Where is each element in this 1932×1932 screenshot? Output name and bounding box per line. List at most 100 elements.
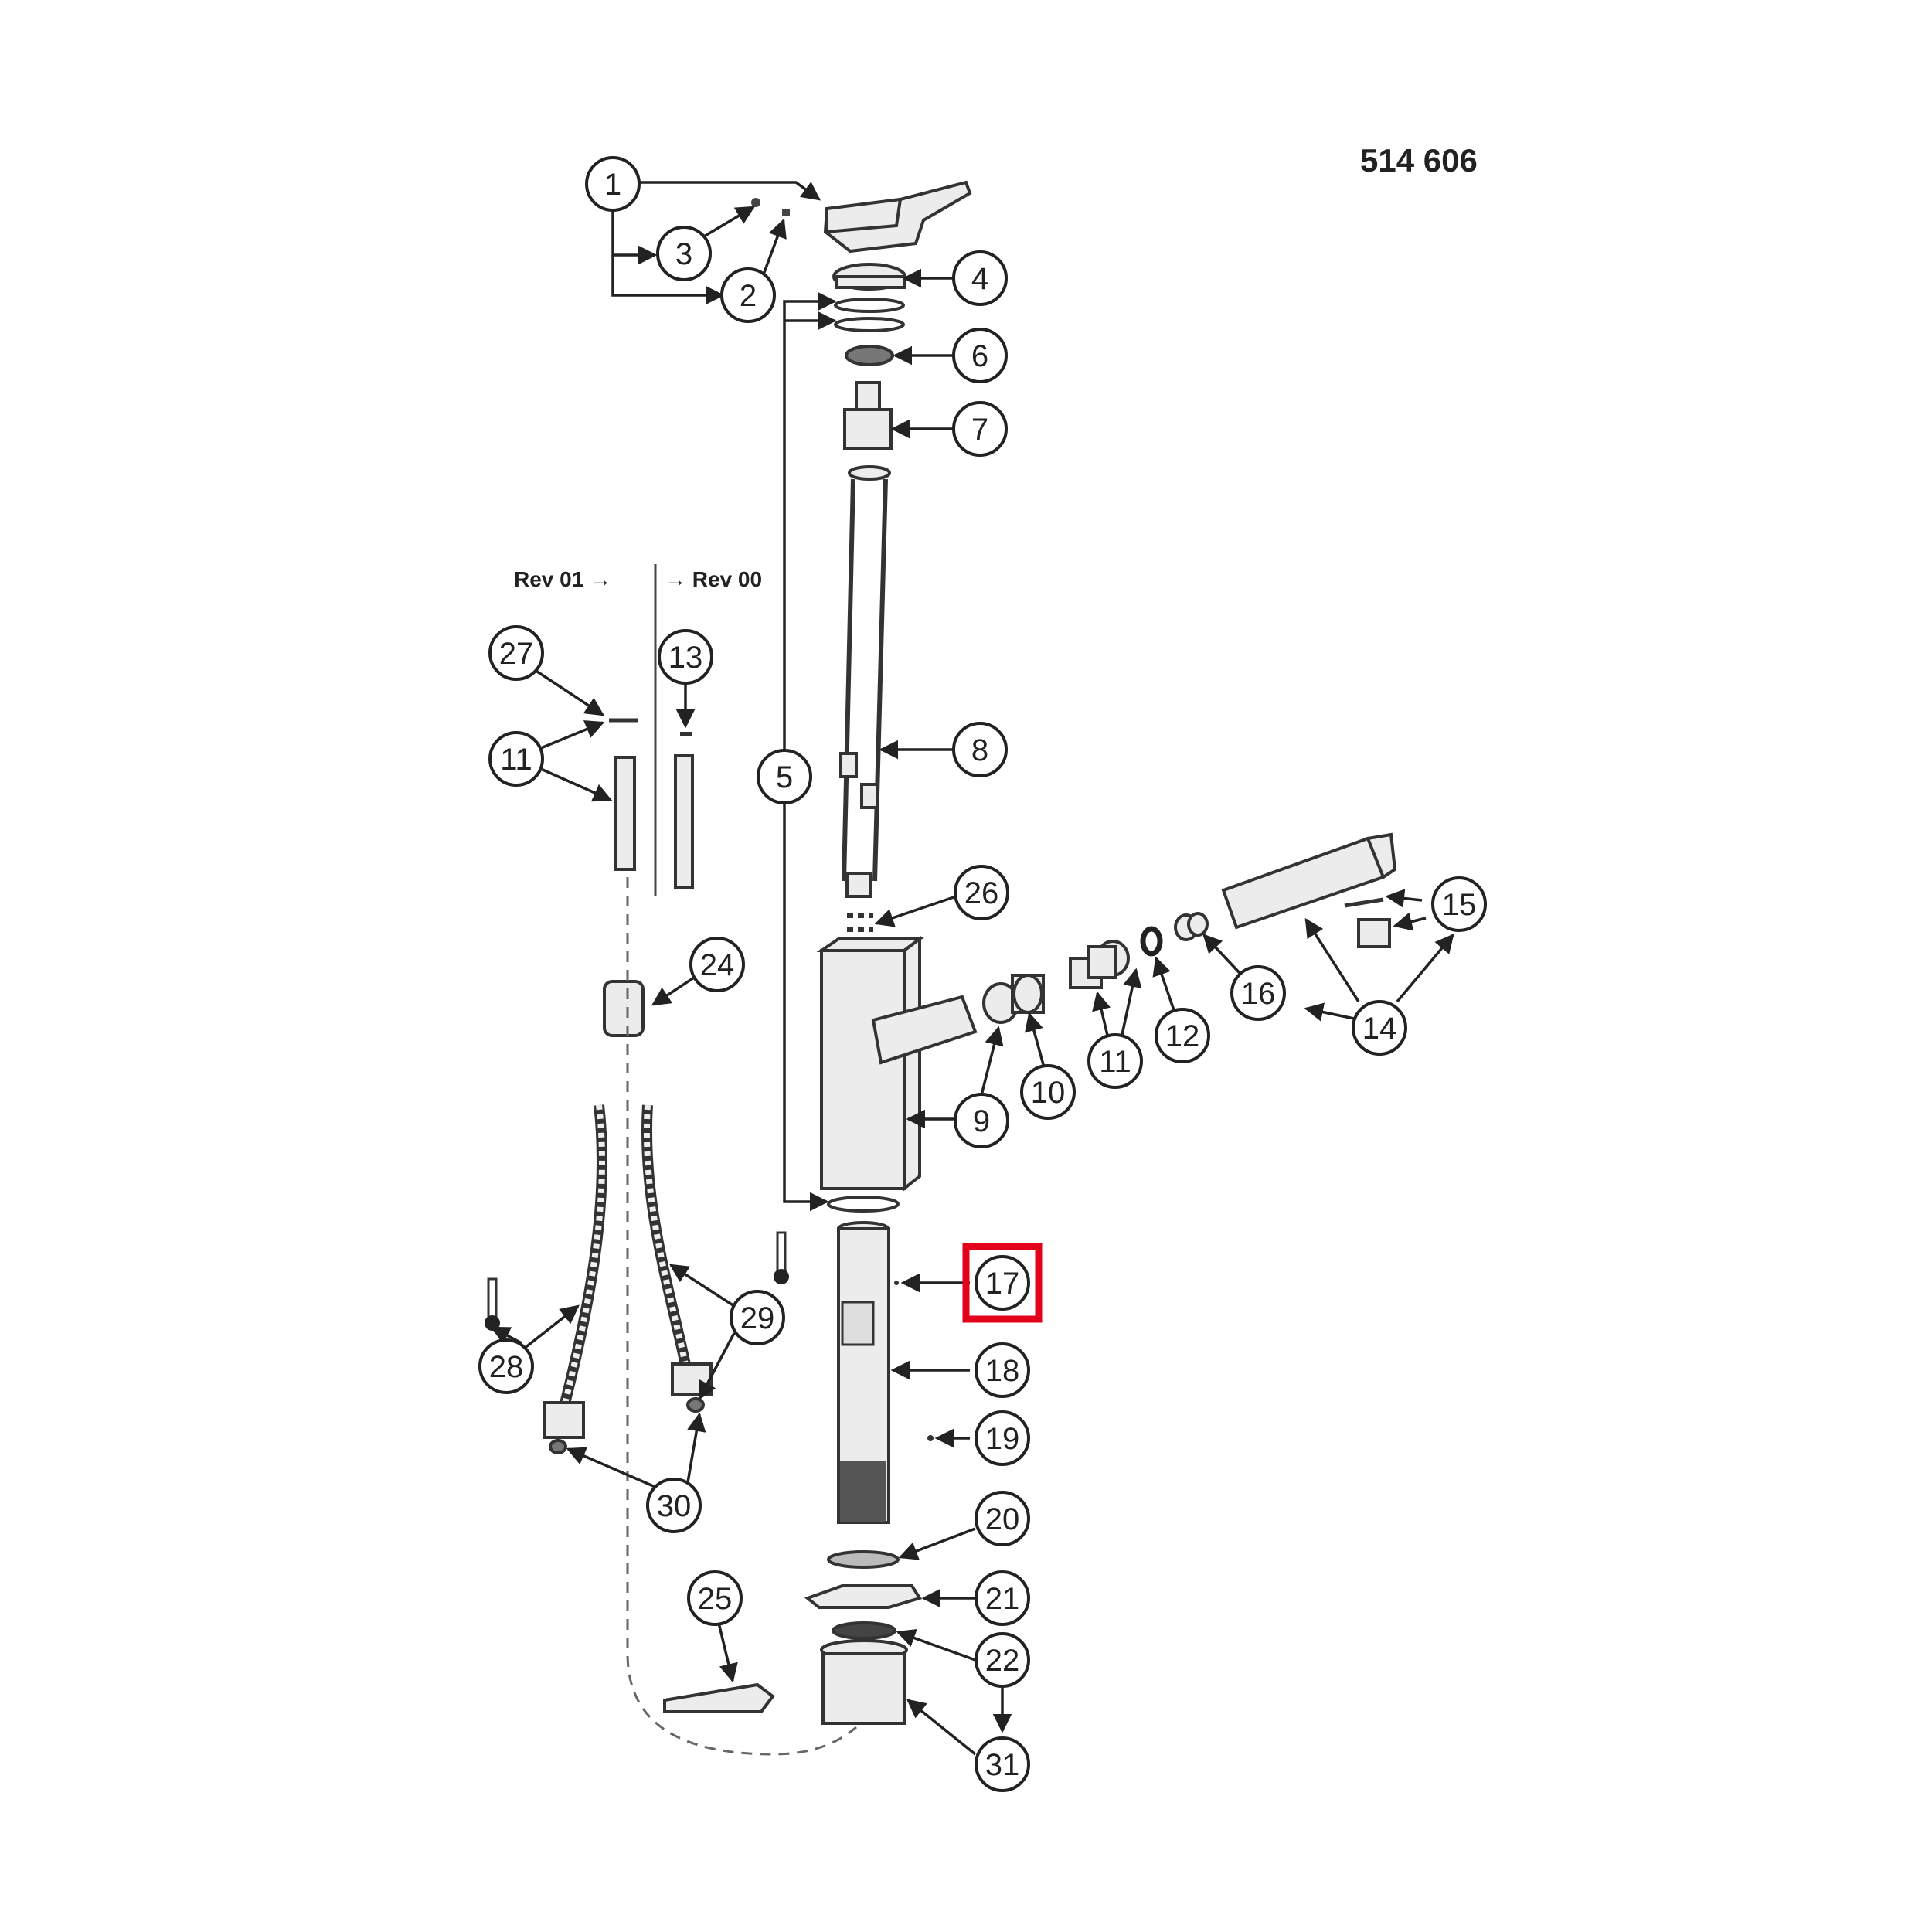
- part-17-pin: [894, 1281, 899, 1285]
- callout-5: 5: [757, 749, 812, 804]
- callout-15: 15: [1431, 876, 1487, 932]
- callout-19: 19: [975, 1410, 1030, 1466]
- callout-30: 30: [646, 1478, 702, 1533]
- callout-11-left: 11: [488, 731, 544, 787]
- callout-4: 4: [952, 250, 1008, 306]
- part-20-washer: [827, 1550, 900, 1569]
- callout-6: 6: [952, 328, 1008, 383]
- part-5-oring-c: [827, 1196, 900, 1213]
- svg-text:16: 16: [1241, 977, 1276, 1011]
- svg-text:13: 13: [668, 641, 703, 675]
- callout-8: 8: [952, 722, 1008, 777]
- callout-10: 10: [1020, 1064, 1076, 1120]
- svg-text:19: 19: [985, 1422, 1020, 1456]
- part-lever-handle: [823, 180, 972, 253]
- part-11-connector: [1069, 940, 1130, 989]
- callout-18: 18: [975, 1342, 1030, 1398]
- leader-lines: [490, 181, 1454, 1756]
- svg-text:9: 9: [973, 1104, 990, 1138]
- callout-7: 7: [952, 401, 1008, 457]
- svg-text:18: 18: [985, 1354, 1020, 1388]
- part-9-body: [816, 936, 978, 1192]
- rev-01-label: Rev 01 →: [514, 567, 611, 591]
- svg-text:15: 15: [1442, 888, 1477, 922]
- svg-text:14: 14: [1362, 1012, 1397, 1046]
- part-26-washers: [847, 913, 873, 932]
- callout-3: 3: [656, 226, 712, 281]
- part-14-spray-head: [1221, 832, 1397, 930]
- part-31-nut: [820, 1639, 908, 1725]
- svg-text:12: 12: [1165, 1019, 1200, 1053]
- svg-text:10: 10: [1031, 1076, 1066, 1110]
- svg-text:7: 7: [971, 413, 988, 447]
- callout-25: 25: [687, 1570, 743, 1626]
- part-7-cartridge: [843, 381, 893, 450]
- part-4-cover-body: [835, 275, 906, 289]
- callout-13: 13: [658, 629, 713, 685]
- thermometer-icon: [485, 1277, 500, 1331]
- model-number: 514 606: [1360, 142, 1478, 179]
- callout-16: 16: [1230, 965, 1286, 1021]
- svg-text:29: 29: [740, 1301, 775, 1335]
- svg-text:24: 24: [700, 948, 735, 982]
- part-21-plate: [804, 1584, 923, 1609]
- svg-text:1: 1: [604, 168, 621, 202]
- callout-9: 9: [954, 1093, 1009, 1148]
- callout-22: 22: [975, 1632, 1030, 1688]
- part-3-screw: [751, 198, 760, 207]
- callout-26: 26: [954, 865, 1009, 920]
- callout-11-right: 11: [1087, 1033, 1143, 1089]
- part-8-hose: [839, 465, 891, 898]
- svg-text:17: 17: [985, 1267, 1020, 1301]
- part-5-oring-b: [834, 317, 905, 332]
- callout-12: 12: [1155, 1008, 1210, 1063]
- svg-text:21: 21: [985, 1582, 1020, 1616]
- callout-17: 17: [975, 1255, 1030, 1311]
- callout-29: 29: [730, 1290, 785, 1345]
- callout-21: 21: [975, 1570, 1030, 1626]
- callout-2: 2: [720, 267, 776, 323]
- part-19-screw: [927, 1435, 934, 1441]
- callout-28: 28: [478, 1338, 534, 1394]
- svg-text:11: 11: [500, 743, 532, 777]
- part-28-hot-hose: [543, 1104, 607, 1439]
- part-2-cap: [782, 209, 790, 216]
- part-29-cold-hose: [641, 1104, 713, 1396]
- svg-text:11: 11: [1099, 1045, 1131, 1079]
- callout-31: 31: [975, 1736, 1030, 1792]
- part-12-washer: [1140, 926, 1163, 957]
- part-25-bracket: [663, 1682, 775, 1713]
- part-5-oring-a: [834, 298, 905, 313]
- callout-20: 20: [975, 1491, 1030, 1546]
- svg-text:31: 31: [985, 1748, 1020, 1782]
- svg-text:5: 5: [776, 760, 793, 794]
- svg-text:2: 2: [740, 279, 757, 313]
- svg-text:22: 22: [985, 1644, 1020, 1678]
- part-15-aerator: [1344, 897, 1391, 948]
- routing-dashed-line: [626, 877, 857, 1756]
- rev-00-label: → Rev 00: [665, 567, 762, 591]
- part-18-shank: [837, 1221, 890, 1524]
- highlight-box-callout-17: [962, 1243, 1043, 1323]
- svg-text:4: 4: [971, 262, 988, 296]
- svg-text:27: 27: [499, 637, 534, 671]
- part-11-threaded-a: [614, 756, 636, 871]
- part-30-filter-a: [549, 1439, 567, 1454]
- part-30-filter-b: [686, 1397, 705, 1413]
- part-22-washer: [832, 1621, 896, 1640]
- svg-text:28: 28: [489, 1350, 524, 1384]
- svg-text:25: 25: [698, 1582, 733, 1616]
- thermometer-icon-2: [774, 1231, 789, 1284]
- part-16-nipple: [1174, 912, 1209, 941]
- callout-27: 27: [488, 625, 544, 681]
- svg-text:26: 26: [964, 876, 999, 910]
- svg-text:20: 20: [985, 1502, 1020, 1536]
- svg-text:6: 6: [971, 339, 988, 373]
- part-6-nut: [845, 345, 894, 366]
- callout-24: 24: [689, 937, 745, 992]
- callout-1: 1: [585, 156, 641, 212]
- svg-text:8: 8: [971, 733, 988, 767]
- svg-text:3: 3: [675, 237, 692, 271]
- callout-14: 14: [1352, 1000, 1407, 1056]
